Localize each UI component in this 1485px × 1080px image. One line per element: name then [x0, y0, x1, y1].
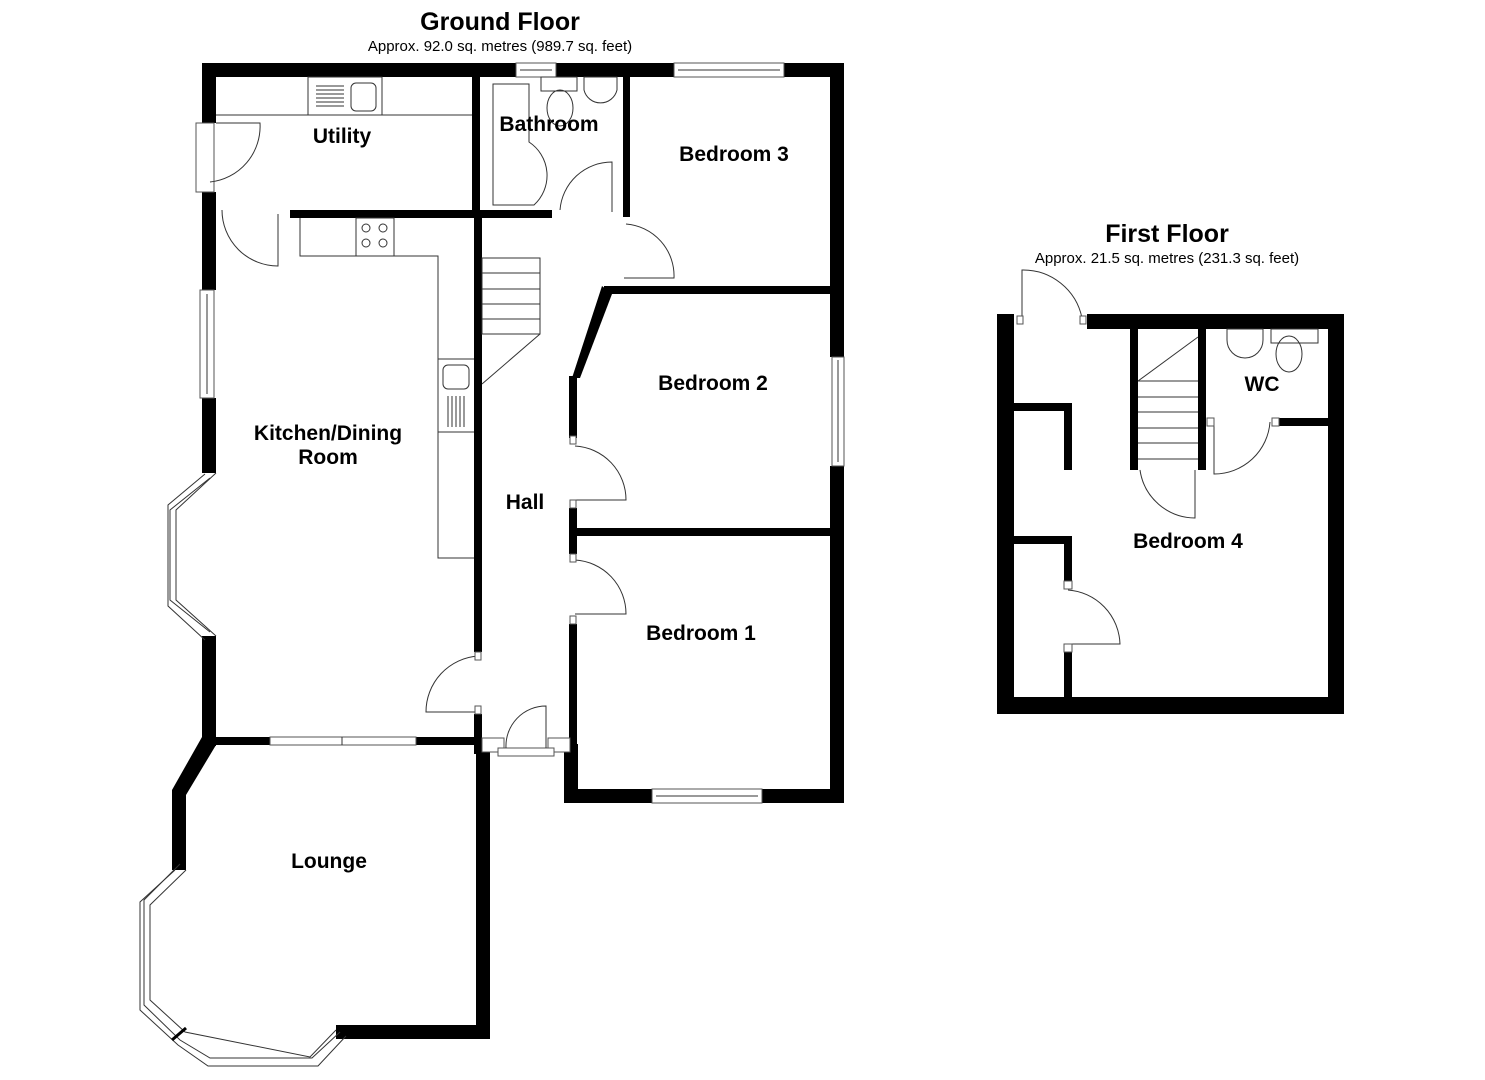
- room-label-utility: Utility: [313, 125, 372, 148]
- kitchen-sink-icon: [442, 364, 470, 390]
- room-label-bedroom-2: Bedroom 2: [658, 372, 768, 395]
- drainer-icon: [316, 85, 344, 107]
- room-label-kitchen-line-1: Kitchen/Dining: [254, 422, 402, 445]
- room-label-lounge: Lounge: [291, 850, 367, 873]
- room-label-bedroom-4: Bedroom 4: [1133, 530, 1243, 553]
- room-label-wc: WC: [1245, 373, 1280, 396]
- first-floor-fixtures: [1137, 328, 1319, 460]
- ground-floor-doors: [209, 122, 675, 749]
- ground-floor-fixtures: [216, 76, 618, 559]
- room-label-bedroom-3: Bedroom 3: [679, 143, 789, 166]
- toilet-icon: [546, 89, 574, 127]
- bathroom-basin-icon: [583, 76, 618, 104]
- kitchen-drainer-icon: [447, 396, 465, 427]
- utility-sink-icon: [350, 82, 377, 112]
- ground-floor-walls: [172, 63, 844, 1039]
- first-floor-doors: [1016, 269, 1280, 653]
- first-floor-title: First Floor: [1105, 220, 1229, 248]
- first-floor-walls: [997, 314, 1344, 714]
- ground-floor-title: Ground Floor: [420, 8, 580, 36]
- wc-cistern-icon: [1270, 328, 1319, 344]
- hob-icon: [355, 217, 395, 257]
- wc-basin-icon: [1226, 328, 1264, 359]
- bath-icon: [492, 83, 548, 206]
- ground-floor-windows: [139, 62, 845, 1067]
- first-floor-stairs-icon: [1137, 336, 1199, 460]
- room-label-kitchen-line-2: Room: [298, 446, 358, 469]
- first-floor-area: Approx. 21.5 sq. metres (231.3 sq. feet): [1035, 250, 1299, 267]
- room-label-bathroom: Bathroom: [499, 113, 598, 136]
- ground-floor-area: Approx. 92.0 sq. metres (989.7 sq. feet): [368, 38, 632, 55]
- stairs-icon: [481, 257, 541, 385]
- room-label-bedroom-1: Bedroom 1: [646, 622, 756, 645]
- wc-toilet-icon: [1275, 335, 1303, 373]
- room-label-hall: Hall: [506, 491, 545, 514]
- toilet-cistern-icon: [540, 76, 578, 92]
